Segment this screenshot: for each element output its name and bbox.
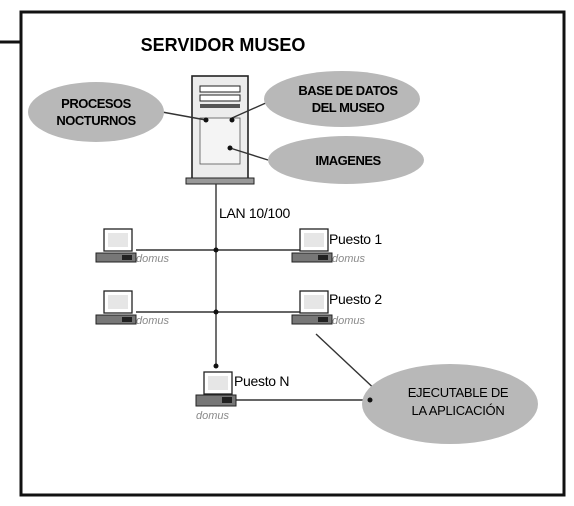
workstation-puesto-n: domus Puesto N	[195, 371, 289, 422]
svg-text:domus: domus	[332, 253, 366, 265]
workstation-left-1: domus	[95, 228, 170, 265]
imagenes-ellipse: IMAGENES	[268, 136, 424, 184]
svg-text:domus: domus	[136, 315, 170, 327]
svg-text:IMAGENES: IMAGENES	[315, 153, 381, 168]
base-datos-ellipse: BASE DE DATOS DEL MUSEO	[264, 71, 420, 127]
ejecutable-ellipse: EJECUTABLE DE LA APLICACIÓN	[362, 364, 538, 444]
svg-text:NOCTURNOS: NOCTURNOS	[56, 113, 136, 128]
svg-text:EJECUTABLE DE: EJECUTABLE DE	[408, 385, 509, 400]
svg-text:PROCESOS: PROCESOS	[61, 96, 132, 111]
puesto-1-label: Puesto 1	[329, 231, 382, 247]
svg-text:DEL MUSEO: DEL MUSEO	[312, 100, 385, 115]
workstation-left-2: domus	[95, 290, 170, 327]
server-tower	[185, 75, 255, 185]
puesto-2-label: Puesto 2	[329, 291, 382, 307]
svg-text:domus: domus	[136, 253, 170, 265]
lan-label: LAN 10/100	[219, 205, 290, 221]
svg-text:domus: domus	[332, 315, 366, 327]
procesos-nocturnos-ellipse: PROCESOS NOCTURNOS	[28, 82, 164, 142]
svg-text:BASE DE DATOS: BASE DE DATOS	[298, 83, 398, 98]
puesto-n-label: Puesto N	[234, 373, 289, 389]
diagram-frame	[0, 10, 566, 497]
server-connectors	[161, 101, 269, 161]
workstation-puesto-1: domus Puesto 1	[291, 228, 383, 265]
lan-backbone	[136, 184, 381, 401]
svg-text:LA APLICACIÓN: LA APLICACIÓN	[412, 403, 505, 418]
svg-text:domus: domus	[196, 410, 230, 422]
diagram-title: SERVIDOR MUSEO	[141, 35, 306, 55]
workstation-puesto-2: domus Puesto 2	[291, 290, 383, 327]
